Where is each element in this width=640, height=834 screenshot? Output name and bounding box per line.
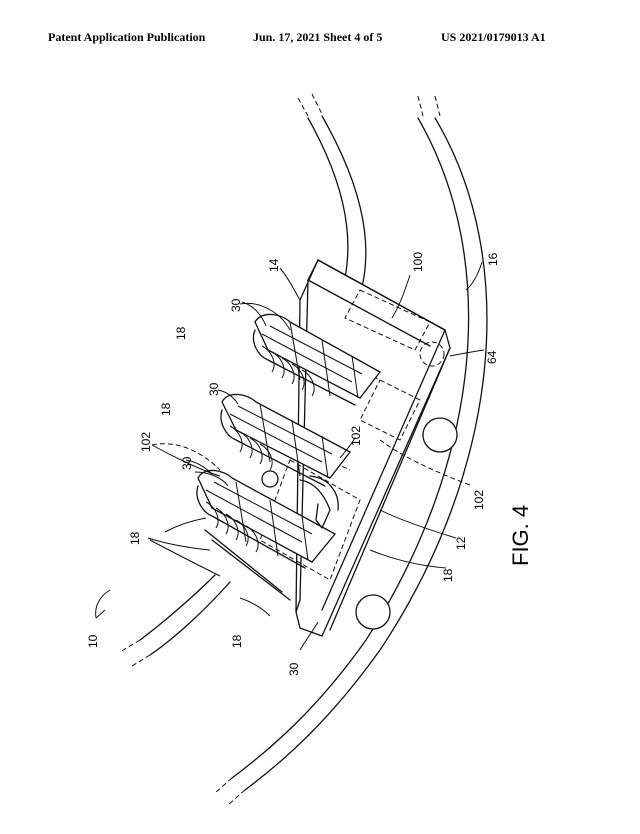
label-30-top: 30 <box>229 298 243 312</box>
label-30-middle: 30 <box>207 382 221 396</box>
label-64: 64 <box>485 350 499 364</box>
reference-labels: 10 12 14 16 18 18 18 18 18 30 30 30 30 6… <box>86 252 500 676</box>
label-18-middle: 18 <box>159 402 173 416</box>
label-102-center: 102 <box>349 426 363 446</box>
label-18-bottom: 18 <box>230 634 244 648</box>
label-102-right: 102 <box>472 490 486 510</box>
label-100: 100 <box>411 252 425 272</box>
label-18-left: 18 <box>128 531 142 545</box>
label-14: 14 <box>267 258 281 272</box>
label-10: 10 <box>86 634 100 648</box>
label-18-right: 18 <box>441 568 455 582</box>
label-18-top: 18 <box>174 326 188 340</box>
figure-caption: FIG. 4 <box>508 505 533 566</box>
label-16: 16 <box>486 252 500 266</box>
label-102-left: 102 <box>139 432 153 452</box>
label-12: 12 <box>454 536 468 550</box>
label-30-front: 30 <box>180 456 194 470</box>
label-30-bottom: 30 <box>287 662 301 676</box>
